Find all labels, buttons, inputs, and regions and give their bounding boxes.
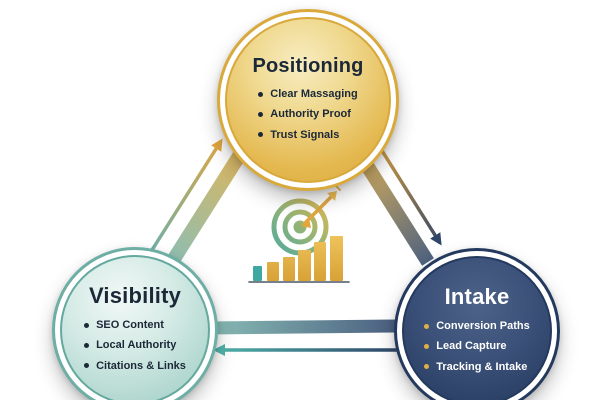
connector-visibility-positioning [150,138,252,266]
node-positioning-list: Clear Massaging Authority Proof Trust Si… [258,84,357,145]
growth-bar-chart-icon [248,236,350,283]
node-positioning-title: Positioning [252,54,364,77]
node-visibility-body: Visibility SEO Content Local Authority C… [60,255,210,400]
list-item: Tracking & Intake [424,357,530,377]
list-item: Clear Massaging [258,84,357,104]
node-visibility-list: SEO Content Local Authority Citations & … [84,315,186,376]
list-item: Authority Proof [258,104,357,124]
list-item: Trust Signals [258,125,357,145]
list-item: Conversion Paths [424,316,530,336]
list-item: Local Authority [84,335,186,355]
list-item: Citations & Links [84,356,186,376]
node-visibility-title: Visibility [88,282,182,308]
node-intake-list: Conversion Paths Lead Capture Tracking &… [424,316,530,377]
node-visibility: Visibility SEO Content Local Authority C… [52,247,218,400]
node-intake: Intake Conversion Paths Lead Capture Tra… [394,248,560,400]
list-item: Lead Capture [424,336,530,356]
node-positioning-body: Positioning Clear Massaging Authority Pr… [225,17,391,183]
node-intake-body: Intake Conversion Paths Lead Capture Tra… [402,256,552,400]
node-intake-title: Intake [444,283,510,309]
target-dart-icon [271,185,341,256]
node-positioning: Positioning Clear Massaging Authority Pr… [217,9,399,191]
connector-intake-visibility [206,319,398,356]
list-item: SEO Content [84,315,186,335]
